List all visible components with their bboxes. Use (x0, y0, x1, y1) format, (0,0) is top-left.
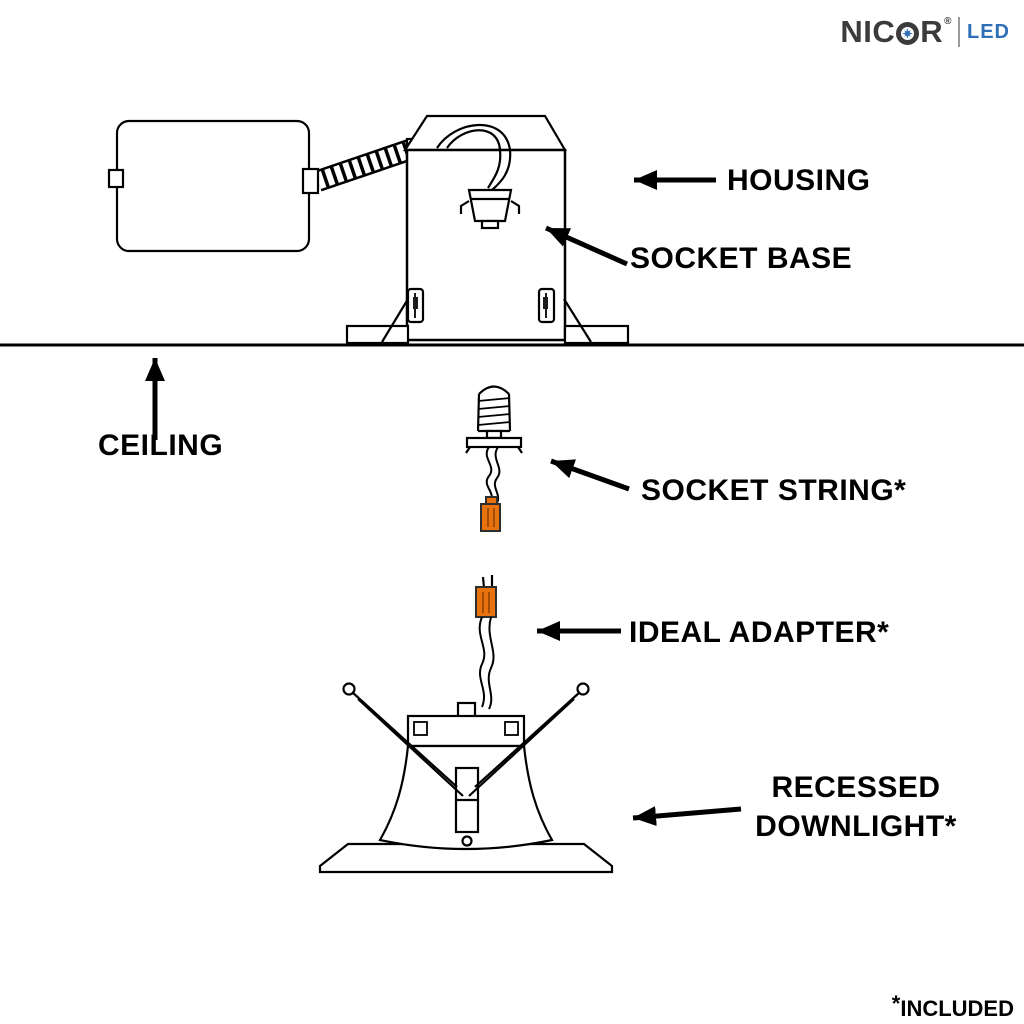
recessed-downlight-label-line1: RECESSED (771, 771, 941, 804)
brand-name: NIC R ® (840, 14, 954, 50)
socket-string (465, 385, 523, 532)
junction-box (107, 119, 311, 253)
recessed-downlight-label: RECESSED DOWNLIGHT* (748, 768, 964, 846)
logo-divider (958, 17, 960, 47)
housing-label: HOUSING (727, 164, 871, 197)
recessed-downlight-arrow (632, 806, 742, 827)
footnote-text: INCLUDED (900, 996, 1014, 1021)
socket-base (459, 188, 521, 230)
socket-string-arrow (550, 458, 630, 492)
socket-string-label: SOCKET STRING* (641, 474, 907, 507)
brand-prefix: NIC (840, 14, 896, 49)
ceiling-label: CEILING (98, 429, 224, 462)
registered-mark: ® (944, 16, 952, 27)
callout-arrows (145, 170, 742, 827)
recessed-downlight (318, 682, 614, 874)
flex-conduit (301, 137, 423, 195)
nicor-o-star-icon (896, 21, 920, 45)
footnote-asterisk: * (891, 991, 901, 1016)
brand-suffix: R (920, 14, 944, 49)
recessed-downlight-label-line2: DOWNLIGHT* (755, 810, 957, 843)
ideal-adapter (475, 575, 497, 710)
included-footnote: *INCLUDED (892, 991, 1014, 1022)
socket-base-label: SOCKET BASE (630, 242, 853, 275)
socket-base-arrow (544, 225, 629, 267)
led-sub-brand: LED (967, 20, 1010, 43)
ideal-adapter-label: IDEAL ADAPTER* (629, 616, 890, 649)
housing-can (345, 114, 630, 345)
nicor-led-logo: NIC R ® LED (840, 14, 1010, 50)
